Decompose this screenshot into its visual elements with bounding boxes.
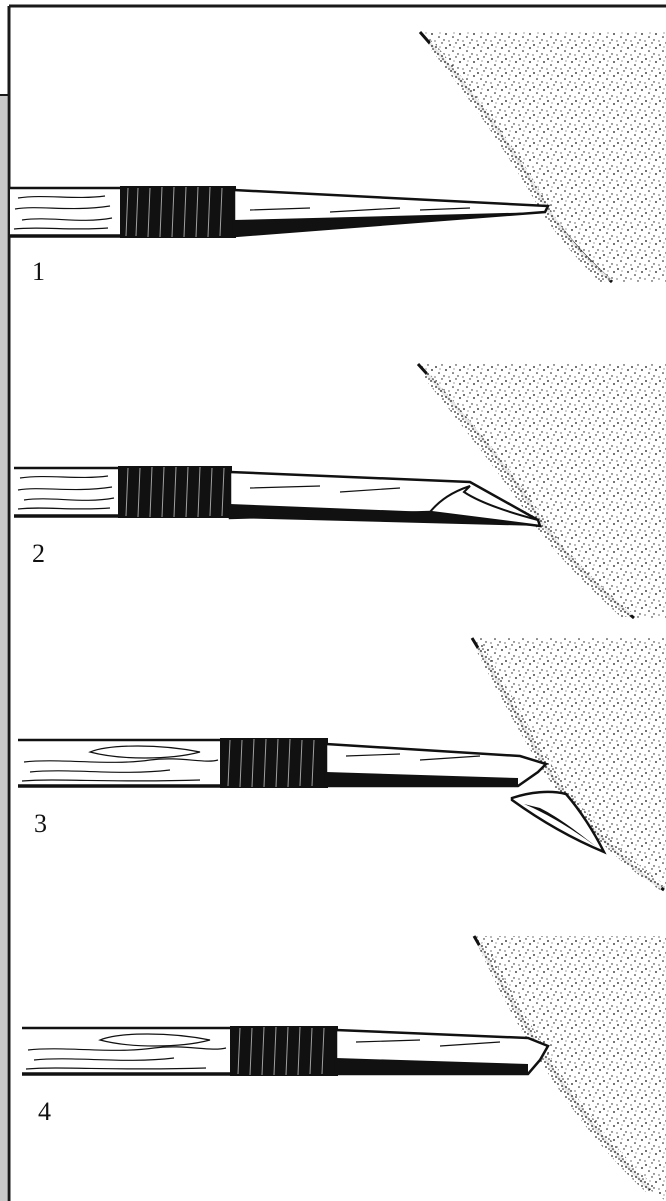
sinew-binding — [118, 466, 232, 518]
sinew-binding — [230, 1026, 338, 1076]
spear-shaft — [18, 740, 222, 786]
panel-number-1: 1 — [32, 257, 45, 286]
spear-shaft — [14, 468, 120, 516]
panel-number-4: 4 — [38, 1097, 51, 1126]
spear-shaft — [10, 188, 122, 236]
sinew-binding — [120, 186, 236, 238]
left-side-bar — [0, 95, 7, 1201]
spear-shaft — [22, 1028, 232, 1074]
panel-number-2: 2 — [32, 539, 45, 568]
sinew-binding — [220, 738, 328, 788]
stone-point — [336, 1030, 548, 1074]
panel-number-3: 3 — [34, 809, 47, 838]
